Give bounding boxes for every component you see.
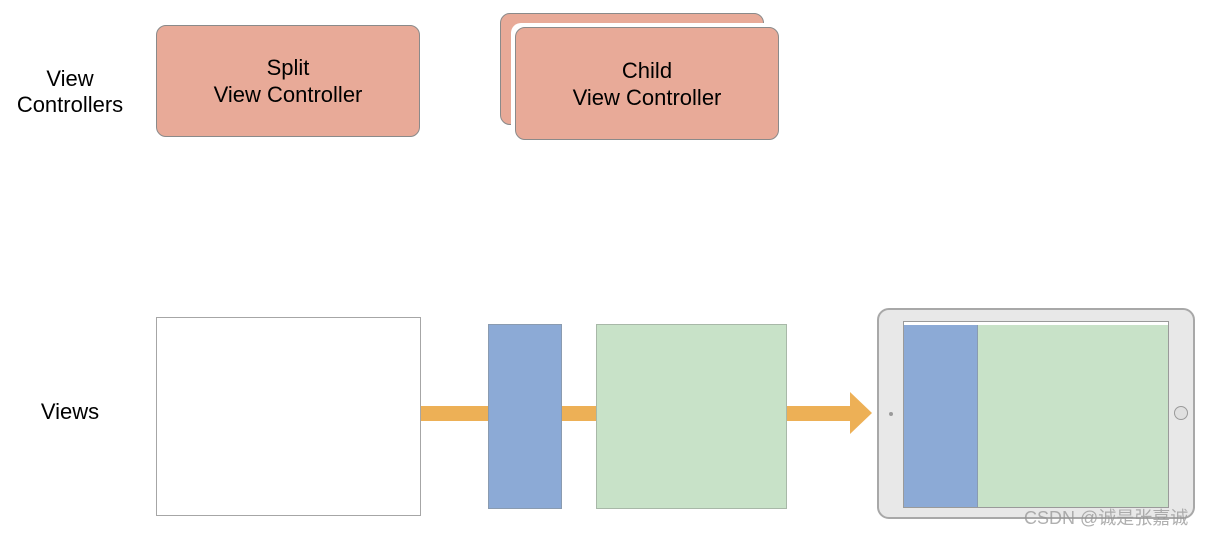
arrow-segment-1 — [421, 406, 488, 421]
child-view-controller-box: Child View Controller — [515, 27, 779, 140]
view-controllers-row-label: View Controllers — [8, 66, 132, 118]
ipad-camera-icon — [889, 412, 893, 416]
secondary-view-panel — [596, 324, 787, 509]
arrow-segment-3 — [787, 406, 850, 421]
split-view-panel — [156, 317, 421, 516]
view-controllers-label-line-1: View — [46, 66, 94, 91]
child-vc-label-line-2: View Controller — [572, 84, 722, 110]
ipad-home-button-icon — [1174, 406, 1188, 420]
watermark: CSDN @诚是张嘉诚 — [1024, 508, 1189, 528]
ipad-primary-pane — [904, 325, 978, 507]
child-vc-label-line-1: Child — [621, 57, 673, 83]
split-vc-label-line-2: View Controller — [213, 82, 363, 107]
views-row-label: Views — [40, 399, 100, 424]
split-vc-label-line-1: Split — [266, 55, 310, 80]
ipad-secondary-pane — [978, 325, 1168, 507]
split-view-controller-box: Split View Controller — [156, 25, 420, 137]
ipad-screen — [903, 321, 1169, 508]
arrow-segment-2 — [562, 406, 596, 421]
view-controllers-label-line-2: Controllers — [16, 92, 124, 117]
arrow-right-icon — [850, 392, 872, 434]
primary-view-panel — [488, 324, 562, 509]
